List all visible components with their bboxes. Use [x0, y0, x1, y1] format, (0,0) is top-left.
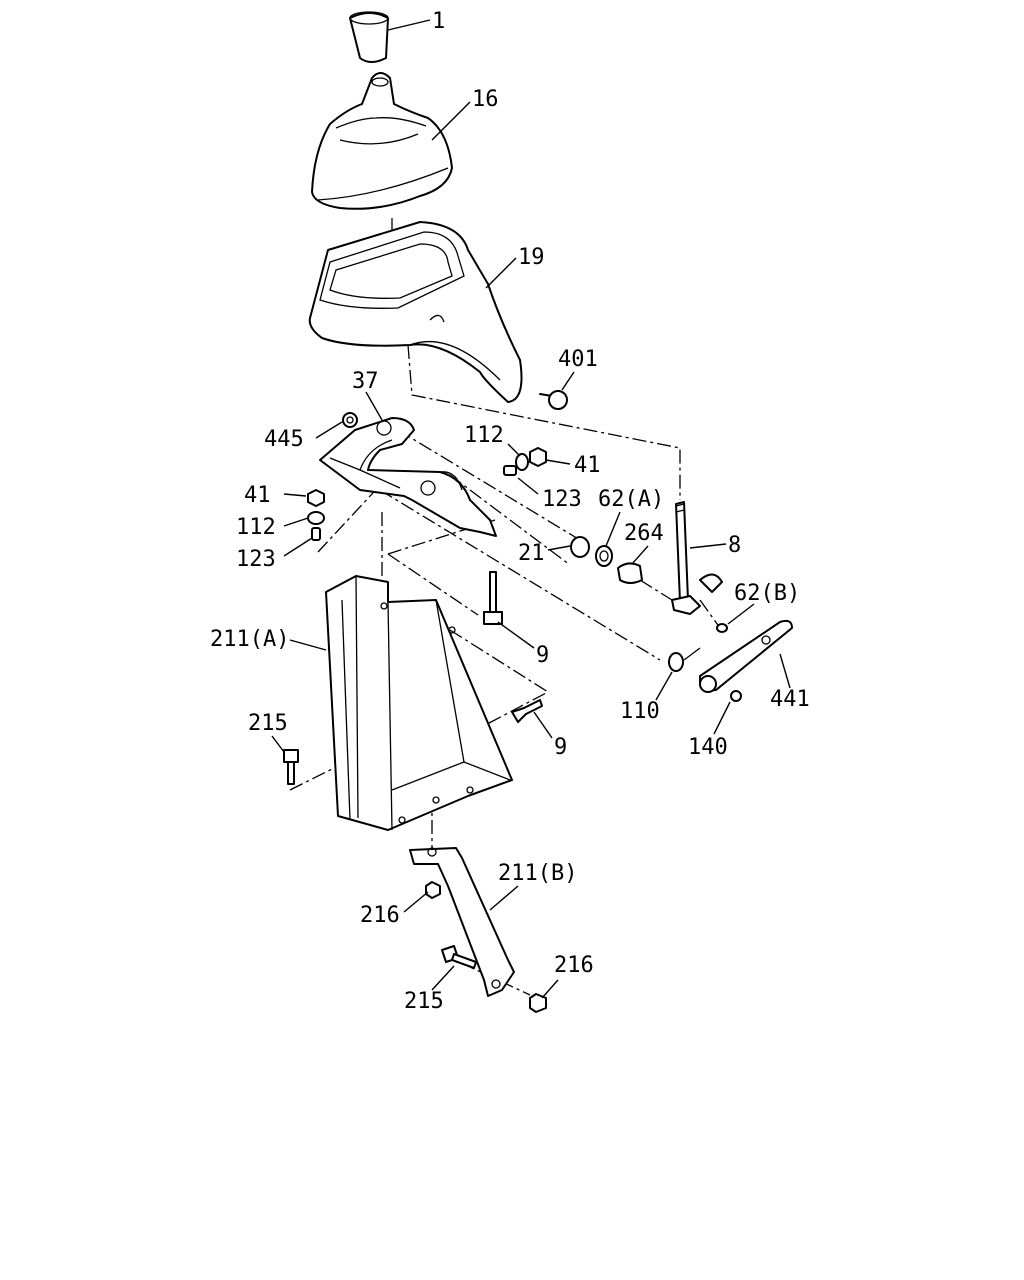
washer-part-112-top: [515, 453, 529, 471]
nut-part-216-right: [529, 993, 547, 1013]
washer-part-112-left: [307, 511, 325, 525]
leader-lines: [271, 19, 791, 999]
spring-part-110: [668, 647, 701, 672]
nut-part-41-left: [307, 489, 325, 507]
callout-401: 401: [558, 347, 598, 372]
bushing-part-62b: [716, 623, 728, 633]
bushing-part-21: [570, 536, 590, 558]
callout-123-top: 123: [542, 487, 582, 512]
callout-62b: 62(B): [734, 581, 800, 606]
console-cover-part-19: [308, 221, 523, 403]
shift-rod-part-8: [671, 501, 723, 615]
bolt-part-9-bottom: [511, 699, 543, 723]
callout-9-bottom: 9: [554, 735, 567, 760]
callout-37: 37: [352, 369, 379, 394]
callout-110: 110: [620, 699, 660, 724]
callout-16: 16: [472, 87, 499, 112]
bolt-part-9-top: [483, 571, 503, 625]
bushing-part-123-top: [503, 465, 517, 476]
callout-112-top: 112: [464, 423, 504, 448]
lever-arm-part-441: [699, 619, 793, 693]
callout-21: 21: [518, 541, 545, 566]
bushing-part-62a: [595, 545, 613, 567]
callout-441: 441: [770, 687, 810, 712]
bolt-part-215-bottom: [441, 945, 477, 969]
callout-215-top: 215: [248, 711, 288, 736]
callout-8: 8: [728, 533, 741, 558]
callout-41-top: 41: [574, 453, 601, 478]
knob-part-1: [349, 11, 389, 63]
callout-19: 19: [518, 245, 545, 270]
nut-part-445: [342, 412, 358, 428]
callout-112-left: 112: [236, 515, 276, 540]
nut-part-216-left: [425, 881, 441, 899]
callout-216-left: 216: [360, 903, 400, 928]
callout-216-right: 216: [554, 953, 594, 978]
clip-part-264: [617, 562, 643, 584]
boot-part-16: [311, 72, 453, 210]
bushing-part-123-left: [311, 527, 321, 541]
callout-41-left: 41: [244, 483, 271, 508]
callout-211b: 211(B): [498, 861, 577, 886]
callout-211a: 211(A): [210, 627, 289, 652]
callout-140: 140: [688, 735, 728, 760]
callout-labels: 1 16 19 401 37 445 112 41 123 41 112 123…: [210, 9, 810, 1014]
callout-215-bottom: 215: [404, 989, 444, 1014]
screw-part-401: [539, 390, 568, 410]
callout-264: 264: [624, 521, 664, 546]
bracket-part-211b: [409, 847, 515, 997]
nut-part-41-top: [529, 447, 547, 467]
clip-part-140: [730, 690, 742, 702]
callout-9-top: 9: [536, 643, 549, 668]
stand-part-211a: [325, 575, 513, 831]
callout-1: 1: [432, 9, 445, 34]
bolt-part-215-top: [283, 749, 299, 785]
callout-123-left: 123: [236, 547, 276, 572]
callout-62a: 62(A): [598, 487, 664, 512]
lever-bracket: [319, 417, 497, 537]
callout-445: 445: [264, 427, 304, 452]
